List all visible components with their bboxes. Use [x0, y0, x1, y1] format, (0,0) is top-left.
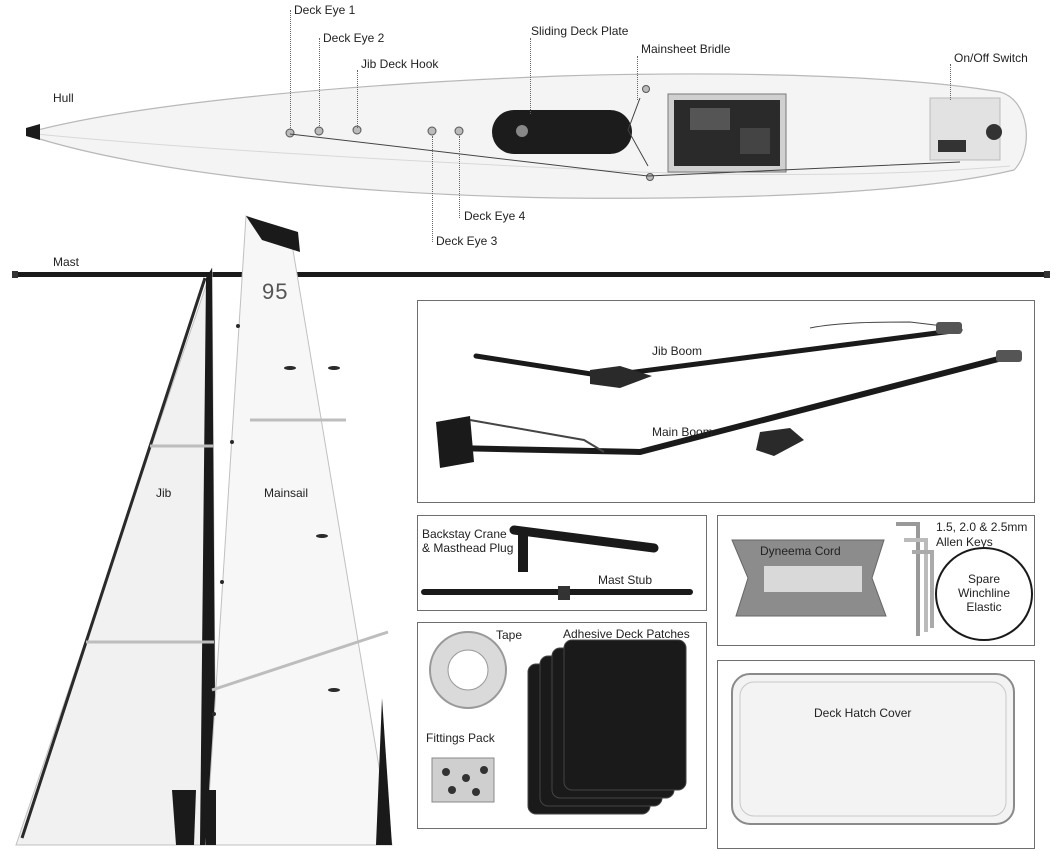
leader-sliding-deck-plate — [530, 38, 531, 114]
label-backstay-crane-line2: & Masthead Plug — [422, 541, 514, 555]
label-fittings-pack: Fittings Pack — [426, 731, 495, 745]
leader-deck-eye-3 — [432, 136, 433, 242]
label-hull: Hull — [53, 91, 74, 105]
label-jib-boom: Jib Boom — [652, 344, 703, 358]
leader-deck-eye-1 — [290, 10, 291, 130]
label-deck-eye-1: Deck Eye 1 — [294, 3, 356, 17]
label-deck-eye-3: Deck Eye 3 — [436, 234, 498, 248]
tape-patches-fittings-drawing — [429, 631, 687, 815]
label-jib-deck-hook: Jib Deck Hook — [361, 57, 439, 71]
leader-deck-eye-4 — [459, 136, 460, 218]
mainsail-drawing — [205, 215, 393, 846]
hatch-cover-panel — [717, 660, 1035, 849]
crane-stub-drawing — [421, 525, 693, 600]
booms-panel — [417, 300, 1035, 503]
label-deck-hatch-cover: Deck Hatch Cover — [814, 706, 912, 720]
hatch-cover-drawing — [731, 673, 1015, 825]
label-tape: Tape — [496, 628, 523, 642]
leader-on-off-switch — [950, 64, 951, 100]
label-backstay-crane-line1: Backstay Crane — [422, 527, 507, 541]
label-spare-winchline-elastic: Spare Winchline Elastic — [950, 572, 1018, 614]
leader-jib-deck-hook — [357, 70, 358, 128]
label-mainsheet-bridle: Mainsheet Bridle — [641, 42, 731, 56]
label-jib: Jib — [156, 486, 172, 500]
label-deck-eye-2: Deck Eye 2 — [323, 31, 385, 45]
label-spare-line3: Elastic — [966, 600, 1002, 614]
tape-patches-panel — [417, 622, 707, 829]
cord-keys-panel — [717, 515, 1035, 646]
jib-drawing — [15, 267, 217, 846]
label-deck-eye-4: Deck Eye 4 — [464, 209, 526, 223]
label-mainsail: Mainsail — [264, 486, 309, 500]
label-spare-line2: Winchline — [957, 586, 1011, 600]
label-dyneema-cord: Dyneema Cord — [760, 544, 841, 558]
label-main-boom: Main Boom — [652, 425, 713, 439]
mast-drawing — [12, 271, 1050, 278]
label-mast-stub: Mast Stub — [598, 573, 653, 587]
leader-mainsheet-bridle — [637, 56, 638, 100]
label-spare-line1: Spare — [967, 572, 1001, 586]
label-adhesive-deck-patches: Adhesive Deck Patches — [563, 627, 690, 641]
booms-drawing — [436, 321, 1022, 468]
label-mast: Mast — [53, 255, 80, 269]
leader-deck-eye-2 — [319, 38, 320, 128]
cord-keys-elastic-drawing — [731, 522, 1033, 641]
crane-stub-panel — [417, 515, 707, 611]
label-backstay-crane: Backstay Crane & Masthead Plug — [422, 527, 513, 555]
hull-drawing — [26, 73, 1027, 199]
label-allen-sizes: 1.5, 2.0 & 2.5mm — [936, 520, 1028, 534]
label-sliding-deck-plate: Sliding Deck Plate — [531, 24, 629, 38]
label-sail-number: 95 — [262, 279, 289, 304]
label-on-off-switch: On/Off Switch — [954, 51, 1028, 65]
label-allen-keys: Allen Keys — [936, 535, 993, 549]
